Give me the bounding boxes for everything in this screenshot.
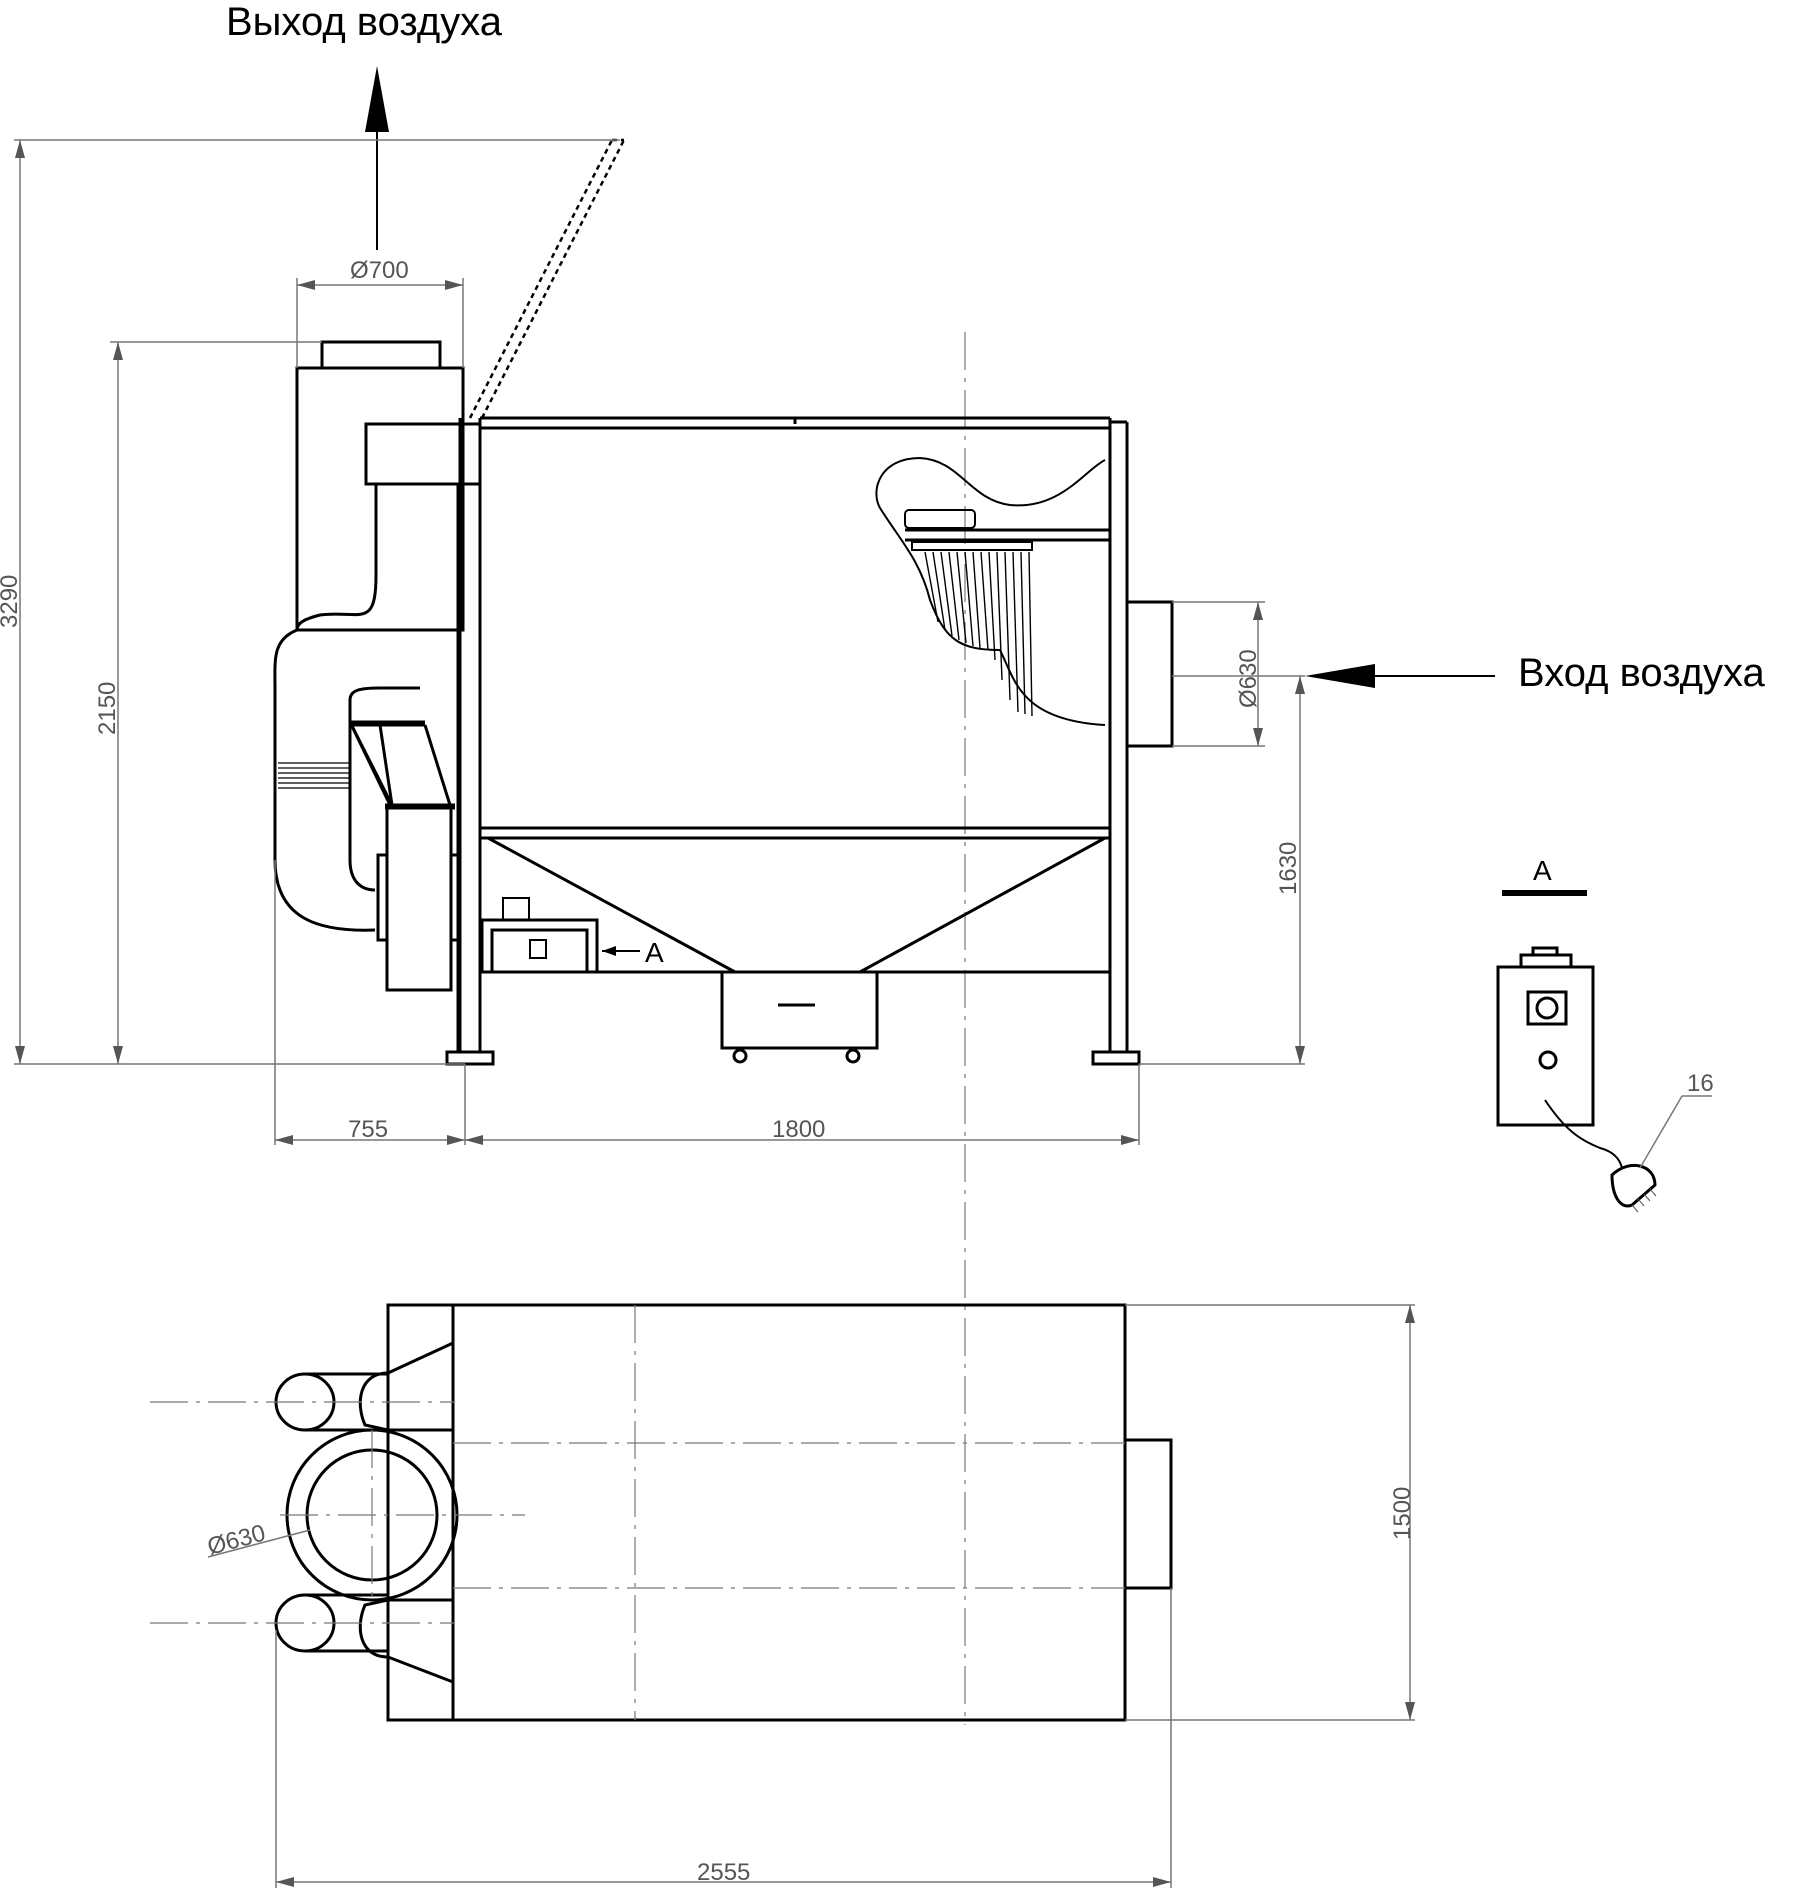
air-outlet-label: Выход воздуха — [226, 0, 503, 44]
dim-total-height-value: 3290 — [0, 575, 23, 628]
dim-plan-depth-value: 1500 — [1389, 1487, 1416, 1540]
main-body-frame — [445, 416, 1141, 1066]
dim-outlet-diameter-value: Ø700 — [350, 257, 409, 284]
inlet-duct — [1125, 600, 1174, 748]
plan-fan-ducts — [150, 1341, 525, 1684]
dim-body-width-value: 1800 — [772, 1116, 825, 1143]
hopper — [487, 836, 1106, 1064]
dim-plan-fan-diameter — [207, 1529, 311, 1558]
dim-body-height-value: 2150 — [94, 682, 121, 735]
dim-plan-fan-diameter-value: Ø630 — [205, 1520, 269, 1561]
dim-inlet-diameter-value: Ø630 — [1235, 649, 1262, 708]
view-a-control-panel — [1496, 946, 1712, 1213]
dim-outlet-diameter — [296, 278, 464, 368]
dim-inlet-height-value: 1630 — [1275, 842, 1302, 895]
view-a-title: A — [1533, 855, 1552, 886]
dim-plan-total-length — [275, 1588, 1172, 1888]
air-inlet-label: Вход воздуха — [1518, 651, 1766, 695]
dim-total-height — [14, 139, 620, 1065]
control-box — [480, 897, 640, 974]
view-a-marker: A — [645, 937, 664, 968]
dim-inlet-diameter — [1172, 601, 1265, 747]
dim-fan-width-value: 755 — [348, 1116, 388, 1143]
dim-fan-width — [274, 860, 466, 1145]
dim-plan-depth — [1125, 1304, 1415, 1721]
dim-inlet-height — [1139, 675, 1305, 1065]
fan-assembly — [273, 340, 482, 1052]
dim-body-height — [110, 341, 322, 1064]
dashed-flap — [468, 138, 626, 419]
filter-cutaway — [875, 456, 1106, 726]
dim-body-width — [465, 1064, 1140, 1145]
air-inlet-arrow — [1305, 664, 1495, 688]
callout-16: 16 — [1687, 1070, 1714, 1097]
dim-plan-total-length-value: 2555 — [697, 1859, 750, 1886]
air-outlet-arrow — [365, 66, 389, 250]
plan-body — [386, 1303, 1173, 1722]
